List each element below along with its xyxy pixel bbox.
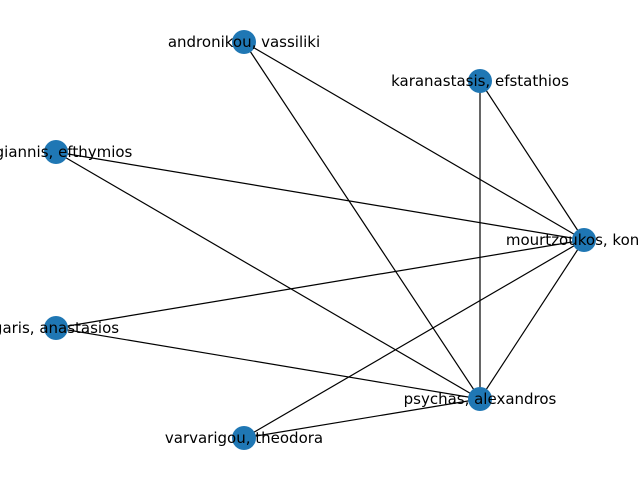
- node-label-varvarigou: varvarigou, theodora: [165, 429, 323, 447]
- node-label-anastasios: garis, anastasios: [0, 319, 119, 337]
- node-karanastasis[interactable]: [468, 69, 492, 93]
- edge-karanastasis-mourtzoukos: [479, 80, 585, 241]
- node-label-psychas: psychas, alexandros: [404, 390, 557, 408]
- edge-varvarigou-psychas: [243, 398, 481, 439]
- edge-mourtzoukos-varvarigou: [243, 239, 585, 439]
- edge-mourtzoukos-anastasios: [55, 239, 585, 329]
- node-label-andronikou: andronikou, vassiliki: [168, 33, 320, 51]
- node-varvarigou[interactable]: [232, 426, 256, 450]
- node-anastasios[interactable]: [44, 316, 68, 340]
- node-label-efthymios: rogiannis, efthymios: [0, 143, 133, 161]
- node-layer: [44, 30, 596, 450]
- edge-anastasios-psychas: [55, 327, 481, 400]
- node-efthymios[interactable]: [44, 140, 68, 164]
- node-psychas[interactable]: [468, 387, 492, 411]
- edge-efthymios-psychas: [55, 151, 481, 400]
- node-mourtzoukos[interactable]: [572, 228, 596, 252]
- edge-mourtzoukos-psychas: [479, 239, 585, 400]
- edge-layer: [55, 41, 585, 439]
- edge-efthymios-mourtzoukos: [55, 151, 585, 241]
- edge-andronikou-mourtzoukos: [243, 41, 585, 241]
- label-layer: andronikou, vassiliki karanastasis, efsta…: [0, 33, 640, 447]
- node-andronikou[interactable]: [232, 30, 256, 54]
- edge-andronikou-psychas: [243, 41, 481, 400]
- node-label-karanastasis: karanastasis, efstathios: [391, 72, 569, 90]
- node-label-mourtzoukos: mourtzoukos, konsta: [506, 231, 640, 249]
